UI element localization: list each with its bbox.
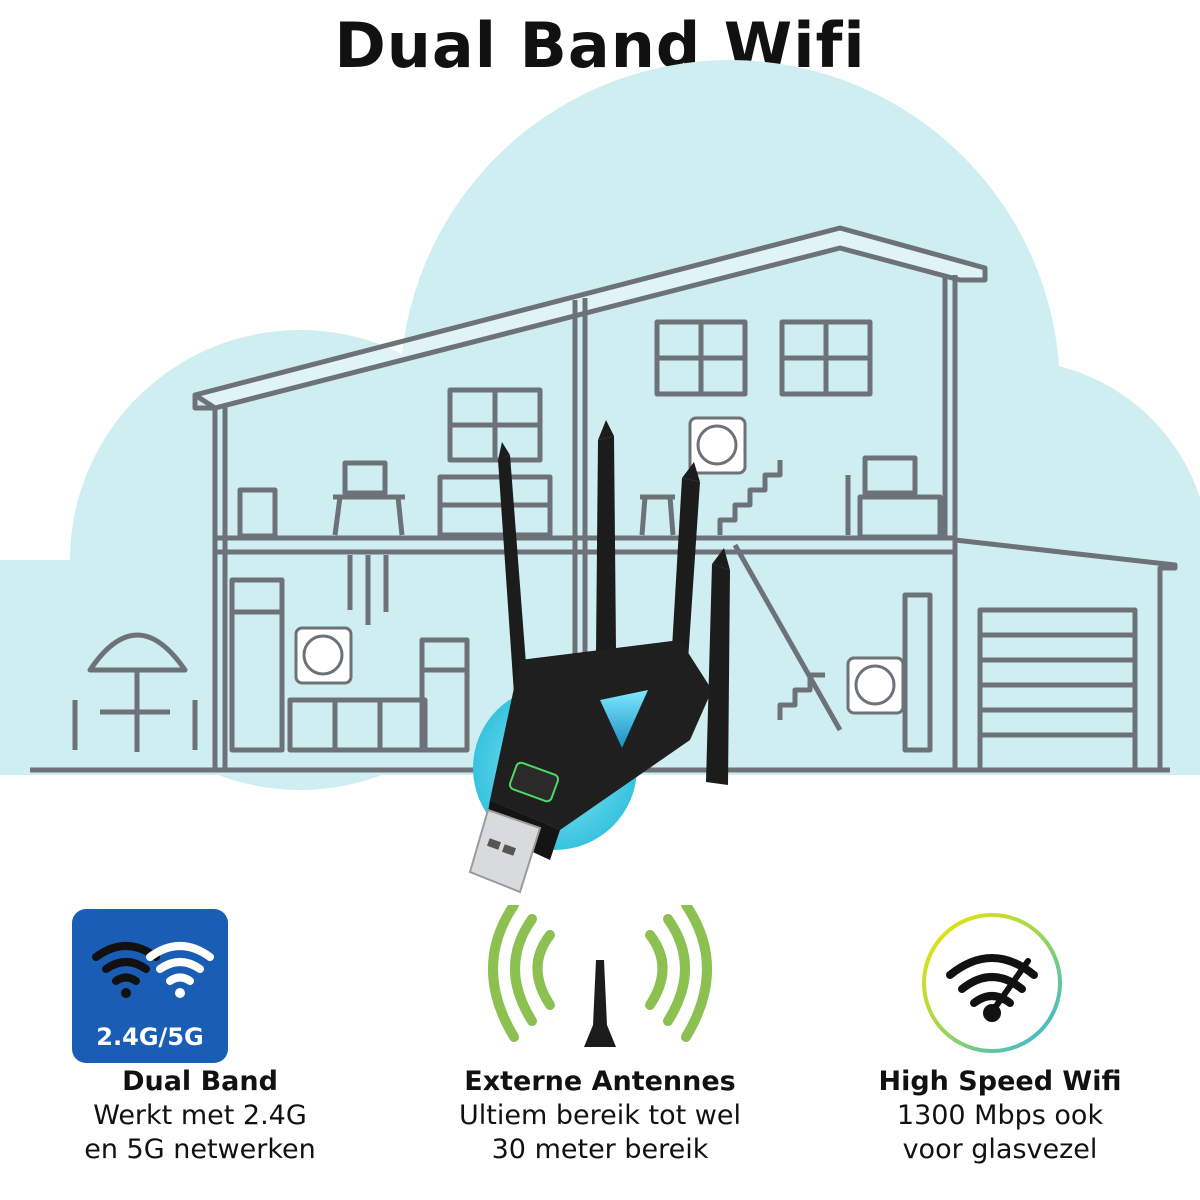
feature-desc-high-speed-line1: 1300 Mbps ook: [896, 1100, 1104, 1131]
feature-high-speed: [800, 905, 1200, 1200]
speed-wifi-icon: [800, 905, 1200, 1063]
feature-desc-dual-band-line2: en 5G netwerken: [84, 1134, 316, 1165]
mesh-router-pucks: [294, 416, 905, 715]
dual-band-badge: 2.4G/5G: [96, 1023, 203, 1051]
feature-title-high-speed: High Speed Wifi: [878, 1066, 1122, 1097]
wifi-dual-band-icon: 2.4G/5G: [0, 905, 400, 1063]
feature-title-dual-band: Dual Band: [122, 1066, 278, 1097]
feature-desc-high-speed-line2: voor glasvezel: [902, 1134, 1098, 1165]
feature-dual-band: 2.4G/5G: [0, 905, 400, 1200]
feature-external-antennas: [400, 900, 800, 1200]
house-outline: [30, 225, 1178, 773]
feature-desc-external-antennas-line1: Ultiem bereik tot wel: [459, 1100, 741, 1131]
usb-wifi-adapter: [468, 420, 730, 894]
feature-title-external-antennas: Externe Antennes: [464, 1066, 736, 1097]
feature-desc-dual-band-line1: Werkt met 2.4G: [93, 1100, 307, 1131]
feature-desc-external-antennas-line2: 30 meter bereik: [491, 1134, 709, 1165]
antenna-signal-icon: [400, 900, 800, 1063]
house-illustration: [0, 60, 1200, 894]
